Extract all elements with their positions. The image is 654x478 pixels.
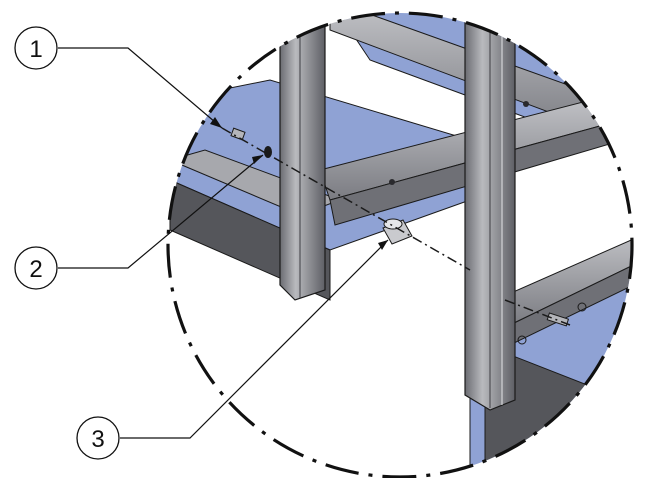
- leader-lines: [58, 47, 389, 439]
- spacer-part: [382, 218, 413, 245]
- callout-3: 3: [76, 416, 120, 460]
- left-post: [279, 24, 326, 301]
- screw-part: [230, 127, 246, 141]
- leader-line-2: [58, 154, 264, 269]
- callout-number-3: 3: [91, 426, 104, 453]
- callout-number-1: 1: [29, 36, 42, 63]
- callout-2: 2: [14, 246, 58, 290]
- leader-line-1: [58, 47, 223, 129]
- assembly-axis-left: [221, 127, 471, 271]
- callout-number-2: 2: [29, 256, 42, 283]
- callout-balloon-1: [14, 26, 58, 70]
- detail-view: [168, 13, 632, 477]
- callout-1: 1: [14, 26, 58, 70]
- callout-balloon-2: [14, 246, 58, 290]
- detail-circle-boundary: [166, 11, 634, 478]
- leader-arrows: [210, 117, 388, 250]
- leader-line-3: [120, 239, 389, 439]
- callout-balloon-3: [76, 416, 120, 460]
- assembly-axis-right: [504, 299, 571, 326]
